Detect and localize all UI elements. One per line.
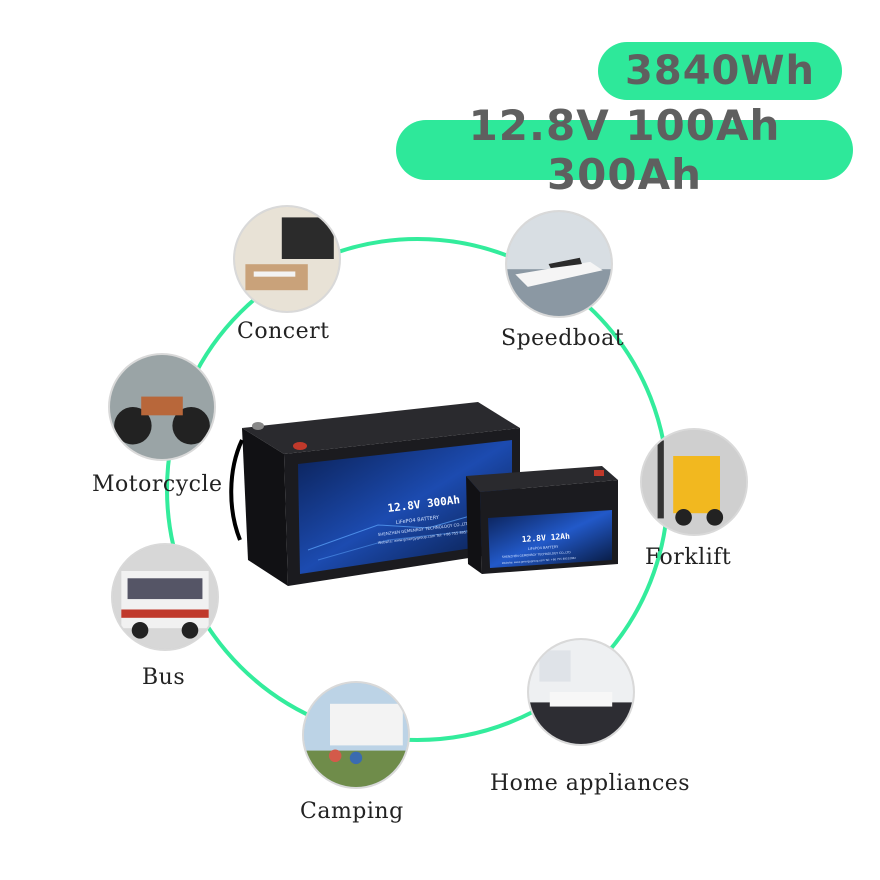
motorcycle-photo [108,353,216,461]
large-battery-image: 12.8V 300Ah LiFePO4 BATTERY SHENZHEN GEM… [229,402,520,586]
small-battery-image: 12.8V 12Ah LiFePO4 BATTERY SHENZHEN GEME… [466,466,618,574]
label-camping: Camping [300,799,404,824]
label-concert: Concert [237,319,330,344]
camping-photo [302,681,410,789]
label-home-appliances: Home appliances [490,771,691,796]
large-battery-chemistry: LiFePO4 BATTERY [396,515,441,526]
energy-capacity-badge: 3840Wh [598,42,842,100]
label-forklift: Forklift [645,545,732,570]
forklift-photo [640,428,748,536]
small-battery-chemistry: LiFePO4 BATTERY [528,545,559,551]
bus-photo [111,543,219,651]
small-battery-contact: Website: www.gmergygroup.com Tel: +86 75… [502,556,577,565]
concert-photo [233,205,341,313]
label-motorcycle: Motorcycle [92,472,223,497]
label-bus: Bus [142,665,186,690]
small-battery-rating: 12.8V 12Ah [522,532,571,544]
home-appliances-photo [527,638,635,746]
speedboat-photo [505,210,613,318]
voltage-capacity-badge: 12.8V 100Ah 300Ah [396,101,853,199]
small-battery-maker: SHENZHEN GEMENRGY TECHNOLOGY CO.,LTD [502,550,572,559]
label-speedboat: Speedboat [501,326,625,351]
